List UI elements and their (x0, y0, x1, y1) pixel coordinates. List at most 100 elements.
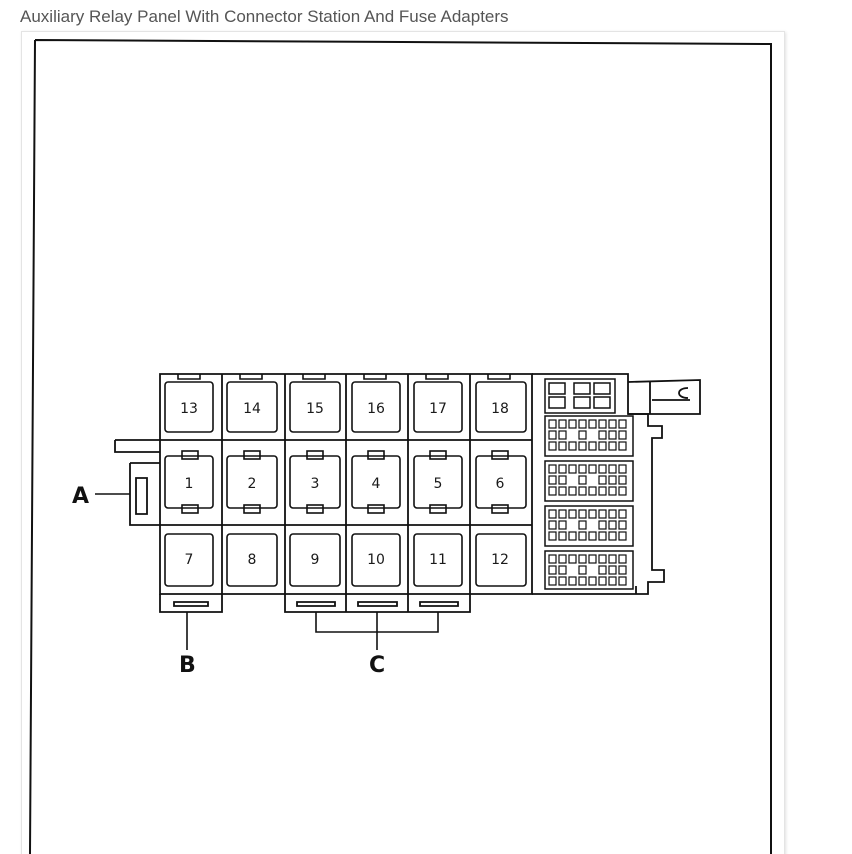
connector-pin (598, 576, 607, 586)
connector-pin (548, 531, 557, 541)
relay-label: 4 (372, 476, 381, 492)
connector-pin (598, 430, 607, 440)
connector-pins (548, 419, 627, 586)
connector-pin (608, 486, 617, 496)
page-title: Auxiliary Relay Panel With Connector Sta… (20, 7, 509, 26)
connector-pin (608, 475, 617, 485)
relay-label: 18 (491, 401, 509, 417)
connector-pin (588, 531, 597, 541)
relay-label: 17 (429, 401, 447, 417)
connector-pin (618, 419, 627, 429)
relay-label: 7 (185, 552, 194, 568)
connector-pin (608, 565, 617, 575)
relay-label: 3 (311, 476, 320, 492)
connector-pin (568, 419, 577, 429)
connector-pin (558, 430, 567, 440)
connector-pin (558, 464, 567, 474)
connector-pin (618, 565, 627, 575)
connector-pin (598, 554, 607, 564)
connector-pin (548, 520, 557, 530)
relay-label: 13 (180, 401, 198, 417)
relay-label: 9 (311, 552, 320, 568)
connector-pin (558, 520, 567, 530)
connector-pin (598, 475, 607, 485)
relay-label: 1 (185, 476, 194, 492)
connector-pin (608, 509, 617, 519)
connector-pin (598, 520, 607, 530)
connector-pin (608, 520, 617, 530)
relay-label: 15 (306, 401, 324, 417)
connector-pin (568, 486, 577, 496)
relay-label: 11 (429, 552, 447, 568)
connector-pin (578, 509, 587, 519)
relay-label: 2 (248, 476, 257, 492)
image-frame (21, 31, 785, 854)
connector-pin (548, 475, 557, 485)
connector-pin (548, 576, 557, 586)
connector-pin (608, 430, 617, 440)
connector-pin (568, 509, 577, 519)
connector-pin (578, 464, 587, 474)
relay-label: 14 (243, 401, 261, 417)
connector-pin (578, 565, 587, 575)
connector-pin (548, 464, 557, 474)
connector-pin (578, 430, 587, 440)
connector-pin (608, 531, 617, 541)
callout-b: B (179, 653, 196, 678)
connector-pin (618, 430, 627, 440)
connector-pin (588, 486, 597, 496)
relay-label: 6 (496, 476, 505, 492)
connector-pin (548, 419, 557, 429)
relay-label: 5 (434, 476, 443, 492)
relay-label: 16 (367, 401, 385, 417)
connector-pin (588, 554, 597, 564)
connector-pin (578, 576, 587, 586)
connector-pin (618, 576, 627, 586)
connector-pin (608, 419, 617, 429)
connector-pin (578, 475, 587, 485)
connector-pin (618, 520, 627, 530)
connector-pin (598, 486, 607, 496)
connector-pin (568, 531, 577, 541)
connector-pin (608, 554, 617, 564)
connector-pin (578, 419, 587, 429)
connector-pin (548, 430, 557, 440)
connector-pin (618, 554, 627, 564)
connector-pin (608, 441, 617, 451)
connector-pin (558, 475, 567, 485)
callout-c: C (369, 653, 385, 678)
connector-pin (608, 464, 617, 474)
connector-pin (608, 576, 617, 586)
connector-pin (548, 554, 557, 564)
connector-pin (618, 475, 627, 485)
connector-pin (588, 441, 597, 451)
connector-pin (568, 576, 577, 586)
callout-lines (95, 493, 439, 650)
connector-pin (558, 531, 567, 541)
diagram-border (29, 39, 772, 854)
connector-pin (568, 441, 577, 451)
connector-pin (568, 464, 577, 474)
connector-pin (558, 441, 567, 451)
relay-label: 10 (367, 552, 385, 568)
relay-boxes (164, 374, 527, 587)
connector-pin (558, 509, 567, 519)
connector-pin (558, 419, 567, 429)
connector-pin (558, 554, 567, 564)
connector-pin (588, 509, 597, 519)
relay-label: 12 (491, 552, 509, 568)
connector-pin (578, 486, 587, 496)
connector-pin (548, 509, 557, 519)
connector-pin (618, 509, 627, 519)
callout-a: A (72, 484, 89, 509)
connector-pin (598, 464, 607, 474)
connector-pin (558, 565, 567, 575)
connector-pin (578, 520, 587, 530)
connector-pin (588, 419, 597, 429)
connector-pin (618, 441, 627, 451)
connector-pin (588, 464, 597, 474)
connector-pin (578, 554, 587, 564)
relay-label: 8 (248, 552, 257, 568)
